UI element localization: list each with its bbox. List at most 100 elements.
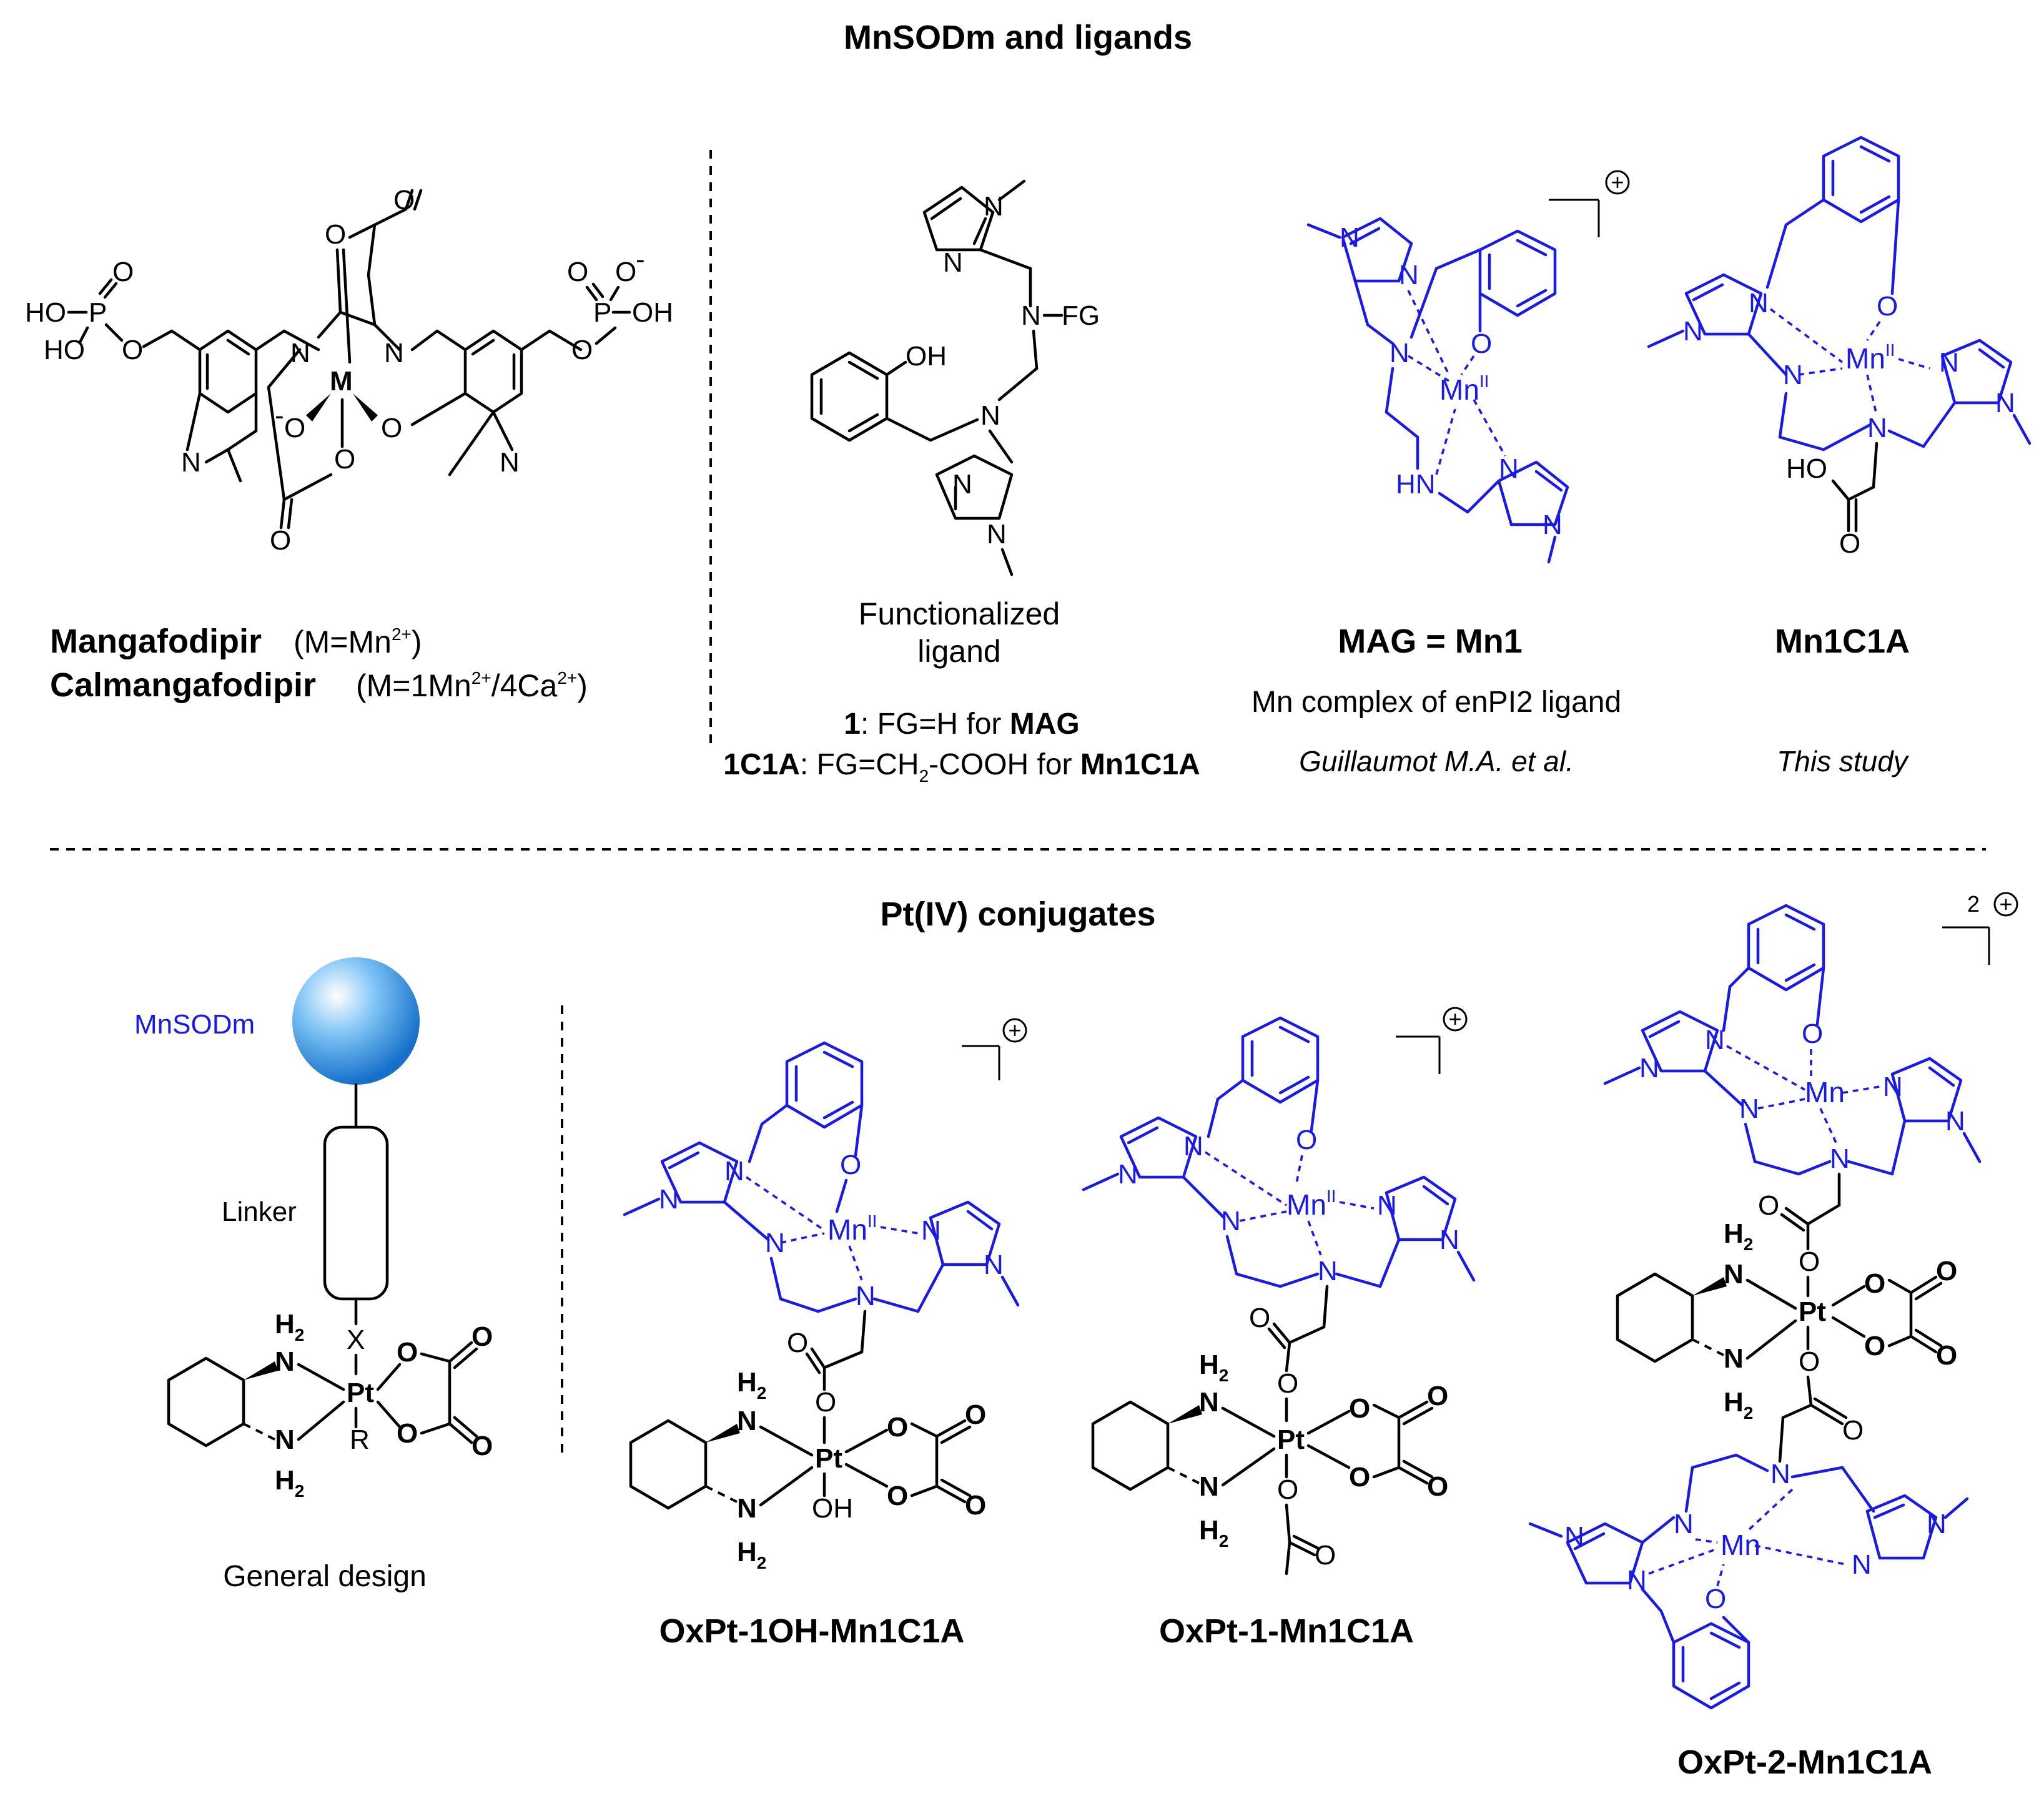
heading-bottom: Pt(IV) conjugates bbox=[880, 896, 1155, 933]
atom-label: N bbox=[1564, 1521, 1584, 1552]
note-text: : FG=CH bbox=[800, 748, 919, 781]
mangafodipir-name: Mangafodipir bbox=[50, 623, 262, 660]
mnsodm-label: MnSODm bbox=[134, 1009, 255, 1040]
atom-label: N bbox=[1995, 388, 2015, 418]
atom-label: N bbox=[1021, 300, 1041, 331]
atom-label: O bbox=[397, 1418, 418, 1449]
conjugate-name-3: OxPt-2-Mn1C1A bbox=[1677, 1744, 1932, 1781]
atom-label: FG bbox=[1062, 300, 1100, 331]
atom-label: HO bbox=[44, 335, 85, 365]
note-text: : FG=H for bbox=[861, 708, 1010, 741]
mn-oxidation: II bbox=[1885, 340, 1895, 360]
conjugate-oxpt-2-structure: N N N O Mn N N N O O bbox=[1528, 891, 2018, 1710]
atom-label: N bbox=[1724, 1259, 1744, 1290]
mn-symbol: Mn bbox=[1286, 1188, 1326, 1221]
atom-label: O bbox=[787, 1328, 808, 1358]
atom-label: N bbox=[1399, 260, 1419, 290]
atom-label: O bbox=[965, 1399, 986, 1430]
amine-h2: H2 bbox=[1724, 1387, 1753, 1423]
atom-label: N bbox=[1770, 1459, 1790, 1489]
atom-label: N bbox=[1118, 1159, 1138, 1190]
ligand-caption-1: Functionalized bbox=[859, 596, 1060, 631]
atom-label: R bbox=[350, 1424, 370, 1455]
mn-symbol: Mn bbox=[1439, 373, 1479, 406]
atom-label: N bbox=[1739, 1093, 1759, 1124]
linker-box bbox=[323, 1125, 389, 1301]
atom-label: O bbox=[1471, 328, 1492, 359]
atom-label: O bbox=[1877, 291, 1898, 322]
calmangafodipir-detail: (M=1Mn2+/4Ca2+) bbox=[356, 668, 588, 703]
atom-label: OH bbox=[812, 1493, 853, 1524]
amine-h2: H2 bbox=[737, 1537, 766, 1572]
mn-center: MnII bbox=[1845, 340, 1895, 375]
detail-close: ) bbox=[412, 624, 422, 659]
atom-label: P bbox=[593, 297, 611, 328]
atom-label: O bbox=[1864, 1331, 1885, 1361]
mn-center: MnII bbox=[827, 1211, 877, 1246]
atom-label: N bbox=[1674, 1509, 1694, 1539]
atom-label: O bbox=[567, 257, 588, 287]
atom-label: N bbox=[1199, 1387, 1219, 1418]
note-text: -COOH for bbox=[929, 748, 1080, 781]
ligand-note-2: 1C1A: FG=CH2-COOH for Mn1C1A bbox=[723, 748, 1200, 786]
atom-label: O bbox=[1315, 1540, 1336, 1571]
detail-mid: /4Ca bbox=[491, 668, 558, 703]
atom-label: N bbox=[1683, 316, 1703, 347]
mn1c1a-reference: This study bbox=[1777, 745, 1910, 777]
atom-label: O bbox=[397, 1337, 418, 1368]
atom-label: O bbox=[270, 525, 291, 556]
mn-center: MnII bbox=[1286, 1187, 1336, 1221]
atom-label: O bbox=[1936, 1256, 1957, 1286]
atom-label: O bbox=[1349, 1462, 1370, 1493]
atom-label: O bbox=[1936, 1340, 1957, 1371]
mn-symbol: Mn bbox=[827, 1213, 867, 1246]
atom-label: X bbox=[347, 1325, 365, 1355]
atom-label: O bbox=[887, 1481, 908, 1511]
atom-label: N bbox=[1377, 1190, 1397, 1221]
atom-label: N bbox=[500, 447, 520, 478]
atom-label: Pt bbox=[1799, 1296, 1826, 1327]
atom-label: N bbox=[275, 1346, 295, 1377]
note-bold: 1 bbox=[844, 708, 861, 741]
mn-oxidation: II bbox=[1479, 372, 1489, 391]
atom-label: O bbox=[815, 1387, 836, 1418]
atom-label: OH bbox=[632, 297, 673, 328]
mn-center: MnII bbox=[1439, 372, 1489, 406]
atom-label: N bbox=[1199, 1471, 1219, 1502]
atom-label: N bbox=[275, 1424, 295, 1455]
atom-label: N bbox=[1543, 510, 1563, 540]
atom-label: N bbox=[1221, 1206, 1241, 1236]
mn-oxidation: II bbox=[1326, 1187, 1336, 1206]
atom-label: N bbox=[1639, 1053, 1659, 1083]
conjugate-name-1: OxPt-1OH-Mn1C1A bbox=[659, 1612, 964, 1650]
atom-label: N bbox=[980, 400, 1000, 431]
detail-sup: 2+ bbox=[392, 624, 412, 644]
charge-plus: + bbox=[1611, 169, 1624, 195]
atom-label: HO bbox=[25, 297, 66, 328]
atom-label: N bbox=[290, 338, 310, 368]
atom-label: O bbox=[1277, 1474, 1298, 1505]
atom-label: N bbox=[943, 247, 963, 278]
atom-label: Pt bbox=[347, 1378, 374, 1408]
charge-plus: + bbox=[1448, 1006, 1461, 1032]
ligand-note-1: 1: FG=H for MAG bbox=[844, 708, 1079, 741]
atom-label: N bbox=[1830, 1143, 1850, 1174]
atom-label: N bbox=[1852, 1549, 1872, 1580]
atom-label: N bbox=[724, 1156, 744, 1187]
atom-label: N bbox=[921, 1215, 941, 1246]
atom-label: O bbox=[472, 1431, 493, 1461]
atom-label: O bbox=[1864, 1268, 1885, 1299]
mangafodipir-structure: HO P O HO O N N N O O bbox=[25, 185, 673, 556]
note-bold: Mn1C1A bbox=[1080, 748, 1200, 781]
atom-label: N bbox=[1883, 1072, 1903, 1102]
atom-label: N bbox=[1749, 288, 1769, 318]
note-bold: MAG bbox=[1010, 708, 1080, 741]
atom-label: O bbox=[1758, 1190, 1779, 1221]
mn1c1a-structure: N N N O MnII N N N HO O bbox=[1647, 136, 2032, 559]
atom-label: N bbox=[1499, 453, 1519, 484]
mnsodm-sphere bbox=[292, 957, 420, 1085]
detail-sup: 2+ bbox=[472, 668, 491, 688]
atom-label: O bbox=[1802, 1019, 1823, 1049]
